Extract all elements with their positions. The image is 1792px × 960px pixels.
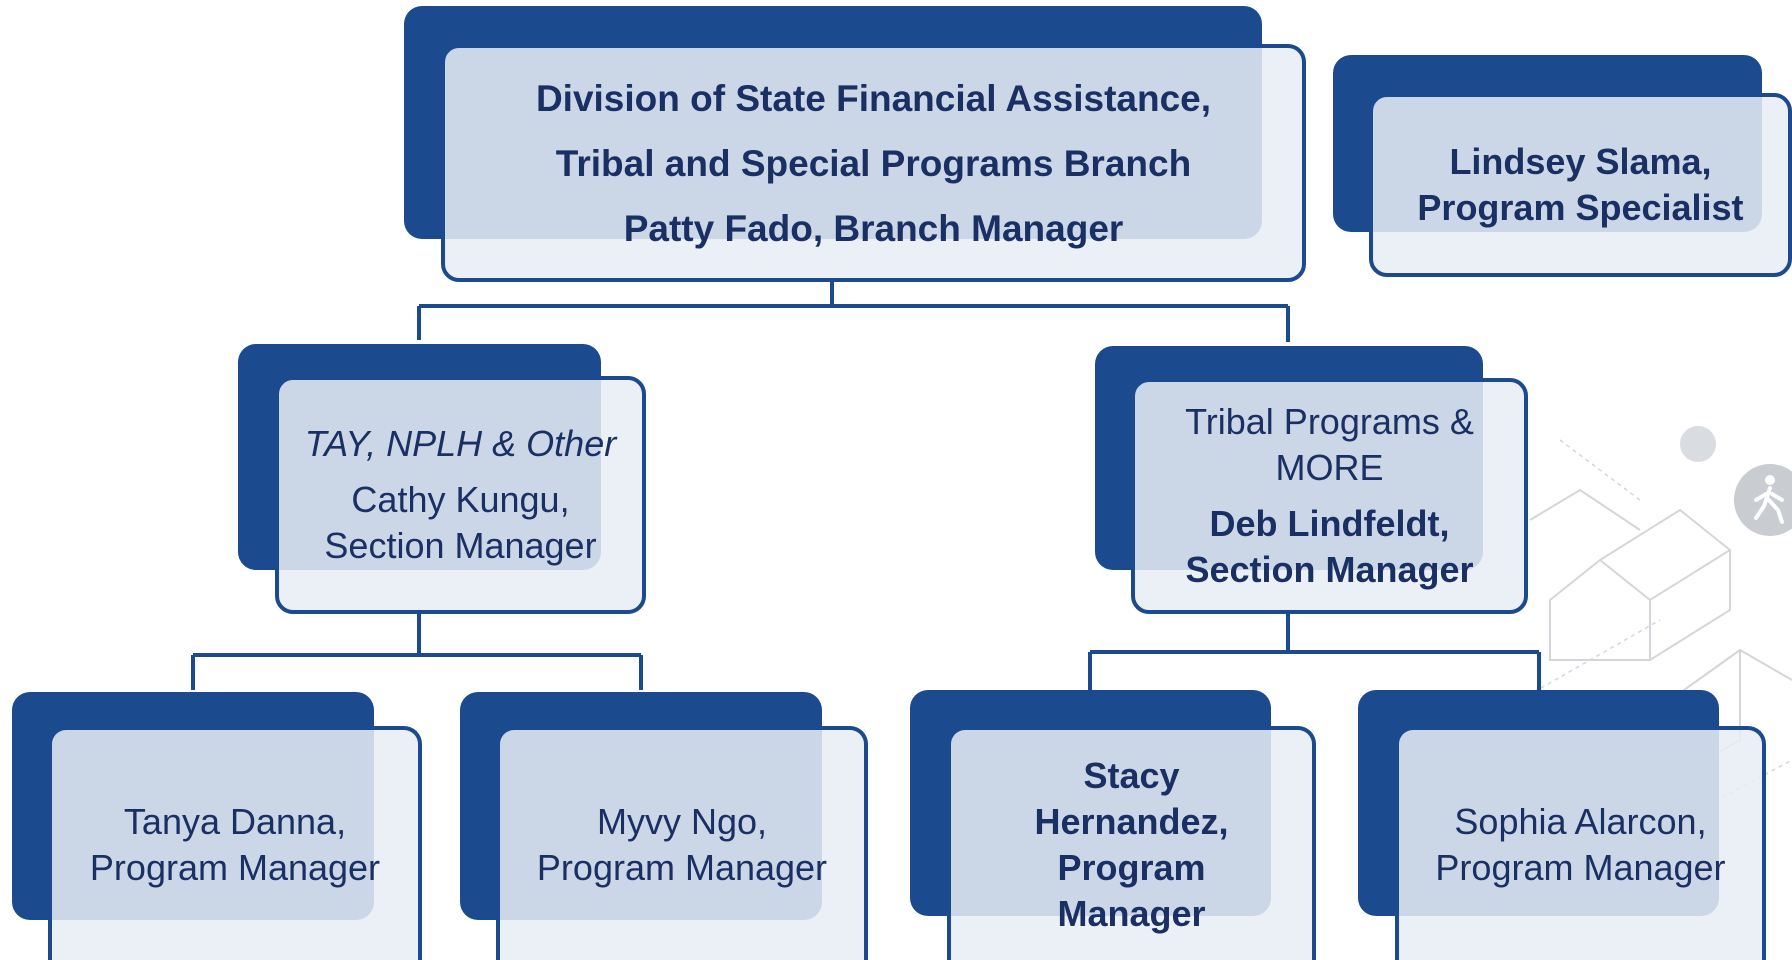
program-manager-name: Tanya Danna, <box>123 801 347 842</box>
branch-name: Tribal and Special Programs Branch <box>555 142 1192 184</box>
program-manager-node-3: Stacy Hernandez, Program Manager <box>910 690 1316 960</box>
program-manager-name-line1: Stacy <box>1083 755 1180 796</box>
branch-node-box: Division of State Financial Assistance, … <box>441 44 1306 282</box>
section-name-line2: MORE <box>1275 447 1384 488</box>
section-node-tay-nplh-box: TAY, NPLH & Other Cathy Kungu, Section M… <box>275 376 646 614</box>
program-manager-name: Myvy Ngo, <box>596 801 768 842</box>
program-manager-node-3-box: Stacy Hernandez, Program Manager <box>947 726 1316 960</box>
specialist-name: Lindsey Slama, <box>1449 141 1712 182</box>
section-manager-role: Section Manager <box>1185 549 1474 590</box>
section-manager-name: Deb Lindfeldt, <box>1209 503 1450 544</box>
program-manager-role-line2: Manager <box>1057 893 1206 934</box>
section-manager-role: Section Manager <box>324 525 597 566</box>
specialist-role: Program Specialist <box>1417 187 1744 228</box>
program-manager-node-2: Myvy Ngo, Program Manager <box>460 692 868 960</box>
branch-division-name: Division of State Financial Assistance, <box>535 77 1212 119</box>
program-manager-role: Program Manager <box>1435 847 1726 888</box>
program-manager-name: Sophia Alarcon, <box>1454 801 1707 842</box>
section-node-tribal-box: Tribal Programs & MORE Deb Lindfeldt, Se… <box>1131 378 1528 614</box>
program-manager-role-line1: Program <box>1057 847 1206 888</box>
section-node-tay-nplh: TAY, NPLH & Other Cathy Kungu, Section M… <box>238 344 646 614</box>
specialist-node: Lindsey Slama, Program Specialist <box>1333 55 1792 277</box>
section-node-tribal: Tribal Programs & MORE Deb Lindfeldt, Se… <box>1095 346 1528 614</box>
program-manager-node-4-box: Sophia Alarcon, Program Manager <box>1395 726 1766 960</box>
program-manager-role: Program Manager <box>536 847 828 888</box>
branch-manager: Patty Fado, Branch Manager <box>623 207 1124 249</box>
program-manager-name-line2: Hernandez, <box>1034 801 1229 842</box>
section-name-line1: Tribal Programs & <box>1185 401 1474 442</box>
program-manager-node-4: Sophia Alarcon, Program Manager <box>1358 690 1766 960</box>
section-name: TAY, NPLH & Other <box>304 423 617 464</box>
program-manager-role: Program Manager <box>89 847 381 888</box>
section-manager-name: Cathy Kungu, <box>351 479 570 520</box>
program-manager-node-1-box: Tanya Danna, Program Manager <box>48 726 422 960</box>
specialist-node-box: Lindsey Slama, Program Specialist <box>1369 93 1792 277</box>
program-manager-node-1: Tanya Danna, Program Manager <box>12 692 422 960</box>
branch-node: Division of State Financial Assistance, … <box>404 6 1306 282</box>
program-manager-node-2-box: Myvy Ngo, Program Manager <box>496 726 868 960</box>
